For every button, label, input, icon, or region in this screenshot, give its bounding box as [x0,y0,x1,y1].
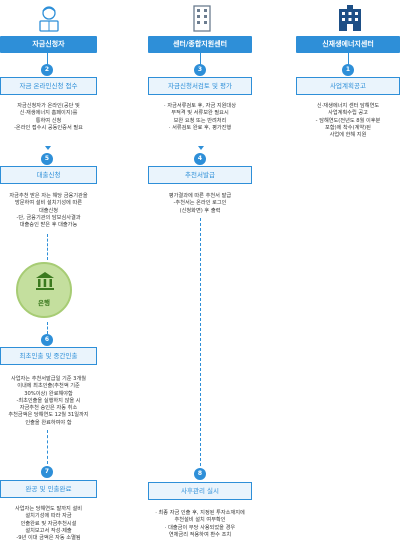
desc-line: -단, 금융기관의 담보심사결과 [16,214,81,221]
connector [200,218,201,466]
desc-line: 30%이상) 완료해야함 [24,390,73,397]
step-7-desc: 사업자는 당해연도 말까지 설비 설치기성에 따라 자금 인출완료 및 자금추천… [0,506,97,542]
desc-line: 포함)에 착수(계약)된 [325,124,371,131]
desc-line: 신·재생에너지 홈페이지)를 [19,110,78,117]
header-applicant: 자금신청자 [0,36,97,53]
step-3-box[interactable]: 자금신청서검토 및 평가 [148,77,252,95]
step-4-box[interactable]: 추천서발급 [148,166,252,184]
step-8-desc: · 최종 자금 인출 후, 지정된 투자소재지에 추천설비 설치 여부확인 · … [148,510,252,539]
desc-line: 대출신청 [38,207,59,214]
step-6-box[interactable]: 최초인출 및 중간인출 [0,347,97,365]
desc-line: 통하여 신청 [35,117,62,124]
desc-line: 자금추천 승인은 자동 취소 [19,405,78,412]
connector [200,53,201,66]
desc-line: 추천금액은 당해연도 12월 31일까지 [8,412,89,419]
step-1-number: 1 [342,64,354,76]
connector [47,234,48,260]
bank-label: 은행 [38,299,50,307]
desc-line: -온라인 접수시 공동인증서 필요 [14,124,83,131]
step-5-box[interactable]: 대출신청 [0,166,97,184]
bank-icon [36,272,54,290]
desc-line: (신청화면) 후 출력 [179,207,221,214]
step-7-box[interactable]: 완공 및 인출완료 [0,480,97,498]
desc-line: 대출승인 받은 후 대출가능 [19,222,78,229]
step-2-desc: 자금신청자가 온라인(공단 및 신·재생에너지 홈페이지)를 통하여 신청 -온… [0,103,97,132]
desc-line: 연체금리 적용하여 환수 조치 [168,531,232,538]
desc-line: -추천서는 온라인 로그인 [173,200,227,207]
step-8-number: 8 [194,468,206,480]
step-5-desc: 자금추천 받은 자는 해당 금융기관을 방문하여 설비 설치기성에 따른 대출신… [0,193,97,229]
step-7-number: 7 [41,466,53,478]
desc-line: 사업자는 당해연도 말까지 설비 [15,506,82,512]
step-2-box[interactable]: 자금 온라인신청 접수 [0,77,97,95]
desc-line: 사업자는 추천서발급일 기준 3개월 [10,376,87,382]
step-4-desc: 평가결과에 따른 추천서 발급 -추천서는 온라인 로그인 (신청화면) 후 출… [148,193,252,215]
desc-line: - 담해연도(전년도 8월 이후분 [315,117,381,124]
header-renewable-center: 신재생에너지센터 [296,36,400,53]
desc-line: · 자금서류검토 후, 자금 지원대상 [164,103,236,109]
bank-node: 은행 [16,262,72,318]
desc-line: 신·재생에너지 센터 담해연도 [316,103,380,109]
desc-line: 자금신청자가 온라인(공단 및 [17,103,80,109]
step-4-number: 4 [194,153,206,165]
desc-line: 추천설비 설치 여부확인 [174,517,226,524]
step-5-number: 5 [41,153,53,165]
desc-line: 자금추천 받은 자는 해당 금융기관을 [9,193,88,199]
connector [47,322,48,334]
desc-line: -최초인출을 실행하지 않을 시 [16,397,81,404]
connector [47,53,48,66]
desc-line: 부적격 및 서류보완 필요시 [171,110,229,117]
connector [47,430,48,464]
step-2-number: 2 [41,64,53,76]
step-3-desc: · 자금서류검토 후, 자금 지원대상 부적격 및 서류보완 필요시 보완 요청… [148,103,252,132]
arrow-down-icon [45,146,51,150]
desc-line: · 서류검토 완료 후, 평가진행 [168,124,232,131]
desc-line: 설치보고서 작성·제출 [25,527,72,534]
desc-line: · 대출금이 부당 사용되었을 경우 [164,524,236,531]
header-support-center: 센터/종합지원센터 [148,36,252,53]
government-building-icon [339,5,361,31]
desc-line: 인출완료 및 자금추천시설 [20,520,77,527]
connector [348,53,349,66]
arrow-down-icon [198,146,204,150]
desc-line: 사업계획수립 공고 [328,110,368,117]
step-3-number: 3 [194,64,206,76]
step-1-box[interactable]: 사업계획공고 [296,77,400,95]
desc-line: -9년 이대 금액은 자동 소멸됨 [16,535,81,542]
desc-line: · 최종 자금 인출 후, 지정된 투자소재지에 [155,510,245,516]
office-building-icon [193,5,211,32]
step-6-desc: 사업자는 추천서발급일 기준 3개월 이내에 최초인출(추천액 기준 30%이상… [0,376,97,427]
desc-line: 설치기성에 따라 자금 [25,513,72,520]
desc-line: 인출을 완료하여야 함 [25,419,72,426]
desc-line: 방문하여 설비 설치기성에 따른 [15,200,82,207]
step-6-number: 6 [41,334,53,346]
step-8-box[interactable]: 사후관리 실시 [148,482,252,500]
step-1-desc: 신·재생에너지 센터 담해연도 사업계획수립 공고 - 담해연도(전년도 8월 … [296,103,400,139]
desc-line: 이내에 최초인출(추천액 기준 [17,383,80,390]
desc-line: 보완 요청 또는 반려처리 [173,117,227,124]
person-reading-icon [39,6,59,32]
desc-line: 사업에 한해 지원 [329,132,367,139]
desc-line: 평가결과에 따른 추천서 발급 [168,193,232,199]
